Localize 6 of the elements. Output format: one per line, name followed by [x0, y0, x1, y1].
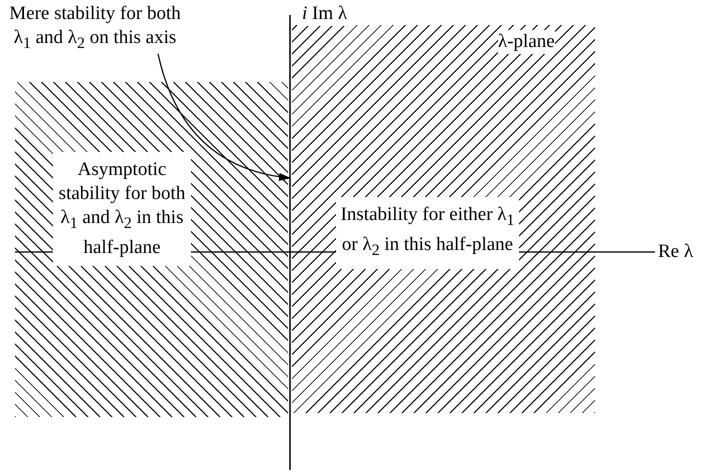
region-description: Instability for either λ$_{1}$ or λ$_{2}$ in this half-plane [336, 197, 519, 269]
imaginary-axis [289, 15, 291, 470]
region-description: Asymptotic stability for both λ$_{1}$ and λ$_{2}$ in this half-plane [53, 152, 191, 266]
plane-label: λ-plane [498, 30, 555, 54]
leader-arrow [157, 54, 291, 180]
callout-text: Mere stability for both λ$_{1}$ and λ$_{2}$ on this axis [5, 2, 185, 56]
